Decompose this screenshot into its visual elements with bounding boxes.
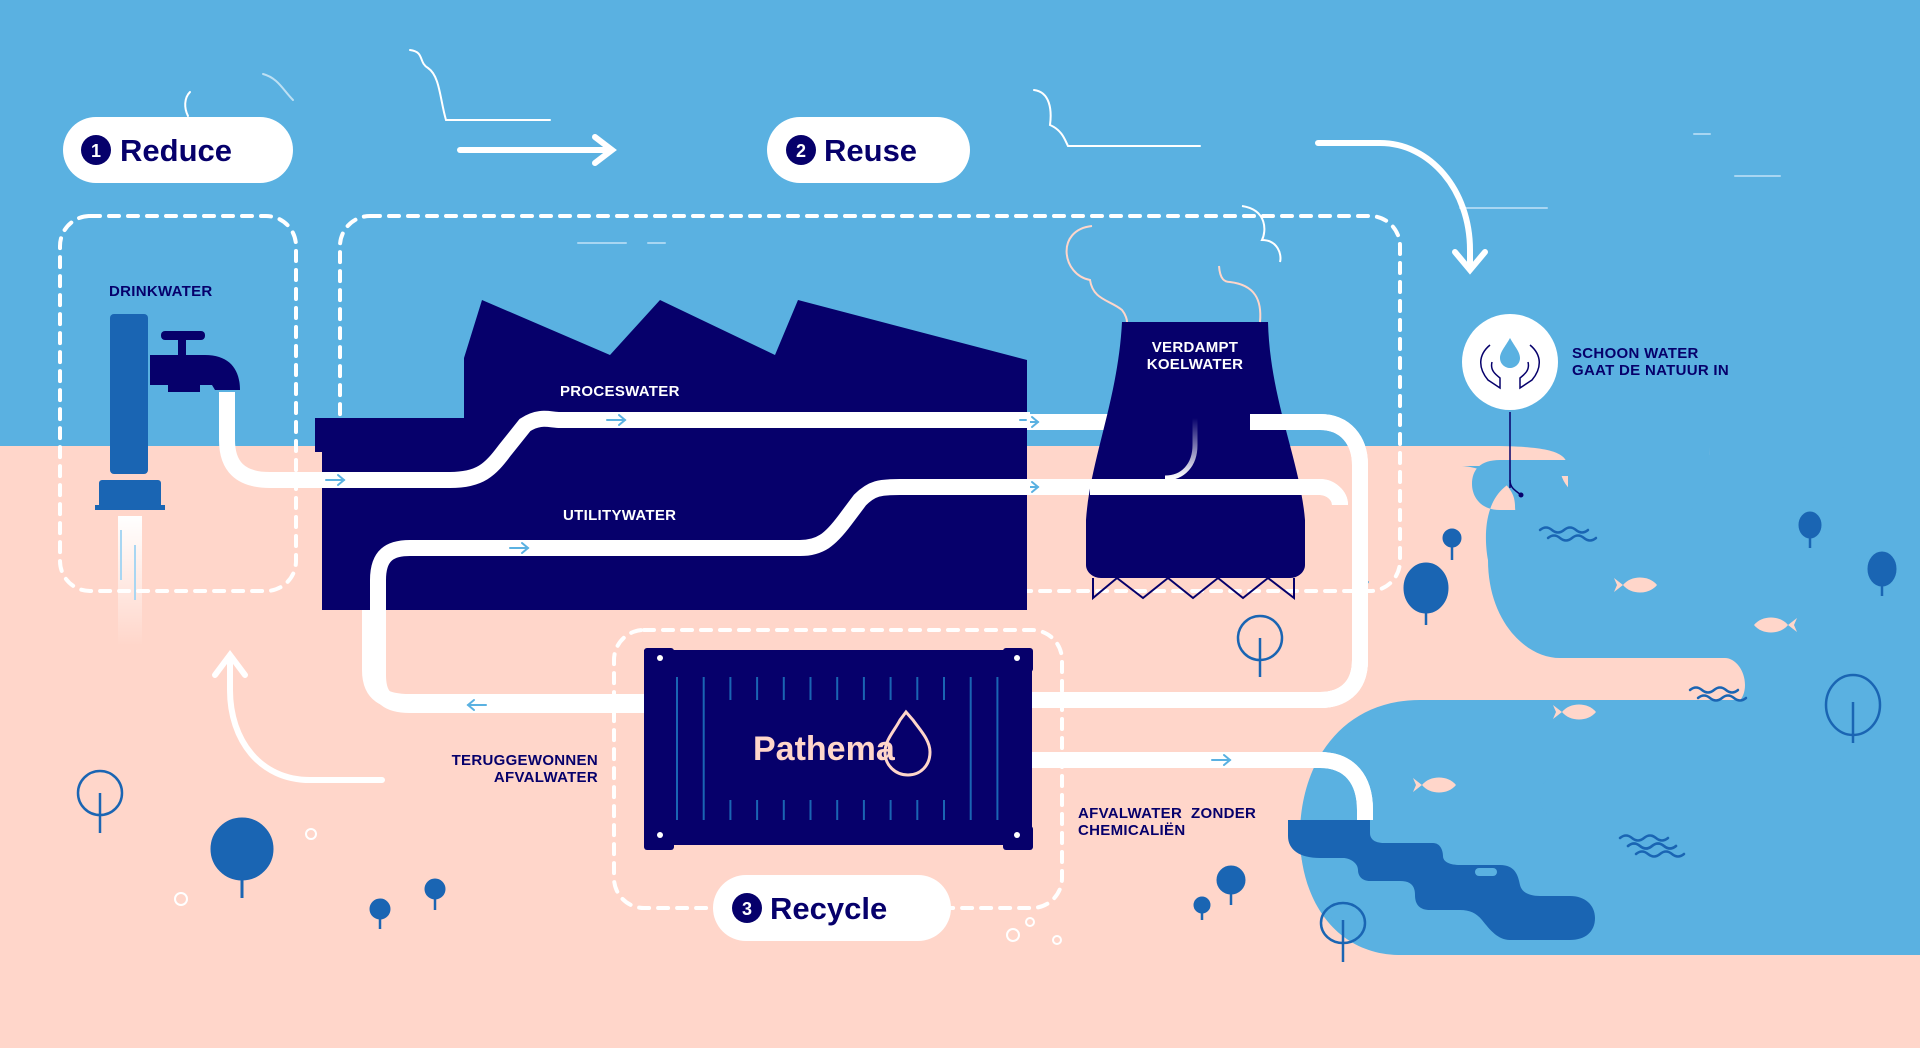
sky-streaks (577, 133, 1781, 244)
label-recovered-2: AFVALWATER (494, 769, 598, 786)
label-utilitywater: UTILITYWATER (563, 507, 676, 524)
step-number: 2 (796, 141, 806, 161)
outflow-stream (1288, 820, 1595, 940)
arrow-right-icon (325, 474, 346, 486)
label-proceswater: PROCESWATER (560, 383, 680, 400)
bubbles (174, 828, 1062, 945)
tree-icon (1442, 528, 1462, 560)
tree-icon (1824, 673, 1882, 743)
tree-icon (1319, 901, 1367, 962)
tree-icon (1193, 896, 1211, 920)
label-clean-1: SCHOON WATER (1572, 345, 1699, 362)
label-nochem-2: CHEMICALIËN (1078, 822, 1185, 839)
water-tap-icon (95, 314, 240, 646)
flow-arrow-to-river (1315, 140, 1488, 275)
tree-icon (76, 769, 124, 833)
step-label: Recycle (770, 891, 887, 926)
label-cooling-1: VERDAMPT (1152, 339, 1239, 356)
flow-arrow-return (212, 650, 385, 783)
arrow-right-icon (606, 414, 627, 426)
reduce-boundary (58, 214, 298, 593)
outline-trees (76, 614, 1882, 962)
trees (210, 511, 1897, 929)
cloud-icon (1241, 205, 1282, 263)
tree-icon (1403, 562, 1449, 625)
arrow-right-icon (509, 542, 530, 554)
cloud-icon (1218, 265, 1262, 323)
step-number: 1 (91, 141, 101, 161)
step-badge-reduce[interactable]: 1 Reduce (63, 117, 293, 183)
tree-icon (369, 898, 391, 929)
tree-icon (1216, 865, 1246, 905)
label-recovered-1: TERUGGEWONNEN (452, 752, 598, 769)
tree-icon (1798, 511, 1822, 548)
container-pipes (370, 640, 1373, 820)
step-label: Reuse (824, 133, 917, 168)
cloud-icon (1033, 89, 1201, 147)
cloud-icon (1065, 225, 1128, 323)
cloud-icon (409, 49, 551, 121)
pathema-logo: Pathema (753, 730, 896, 768)
flow-arrow-1-2 (457, 134, 617, 166)
label-nochem-1: AFVALWATER ZONDER (1078, 805, 1256, 822)
cloud-icon (184, 91, 191, 117)
step-label: Reduce (120, 133, 232, 168)
factory-icon (315, 300, 1027, 610)
hands-water-drop-icon (1462, 314, 1558, 498)
container-icon (644, 648, 1033, 850)
river (1300, 446, 1920, 955)
tree-icon (1867, 551, 1897, 596)
cooling-tower-icon (1086, 322, 1305, 601)
arrow-right-icon (1211, 754, 1232, 766)
label-drinkwater: DRINKWATER (109, 283, 213, 300)
step-number: 3 (742, 899, 752, 919)
water-drop-icon (883, 709, 932, 777)
tree-icon (424, 878, 446, 910)
step-badge-recycle[interactable]: 3 Recycle (713, 875, 951, 941)
tree-icon (210, 817, 274, 898)
label-cooling-2: KOELWATER (1147, 356, 1244, 373)
tree-icon (1236, 614, 1284, 677)
clouds (184, 49, 1201, 147)
label-clean-2: GAAT DE NATUUR IN (1572, 362, 1729, 379)
arrow-left-icon (466, 699, 487, 711)
step-badge-reuse[interactable]: 2 Reuse (767, 117, 970, 183)
cloud-icon (262, 73, 294, 101)
outflow-highlight (1475, 868, 1497, 876)
factory-pipes (300, 410, 1030, 650)
steam (1065, 205, 1282, 323)
